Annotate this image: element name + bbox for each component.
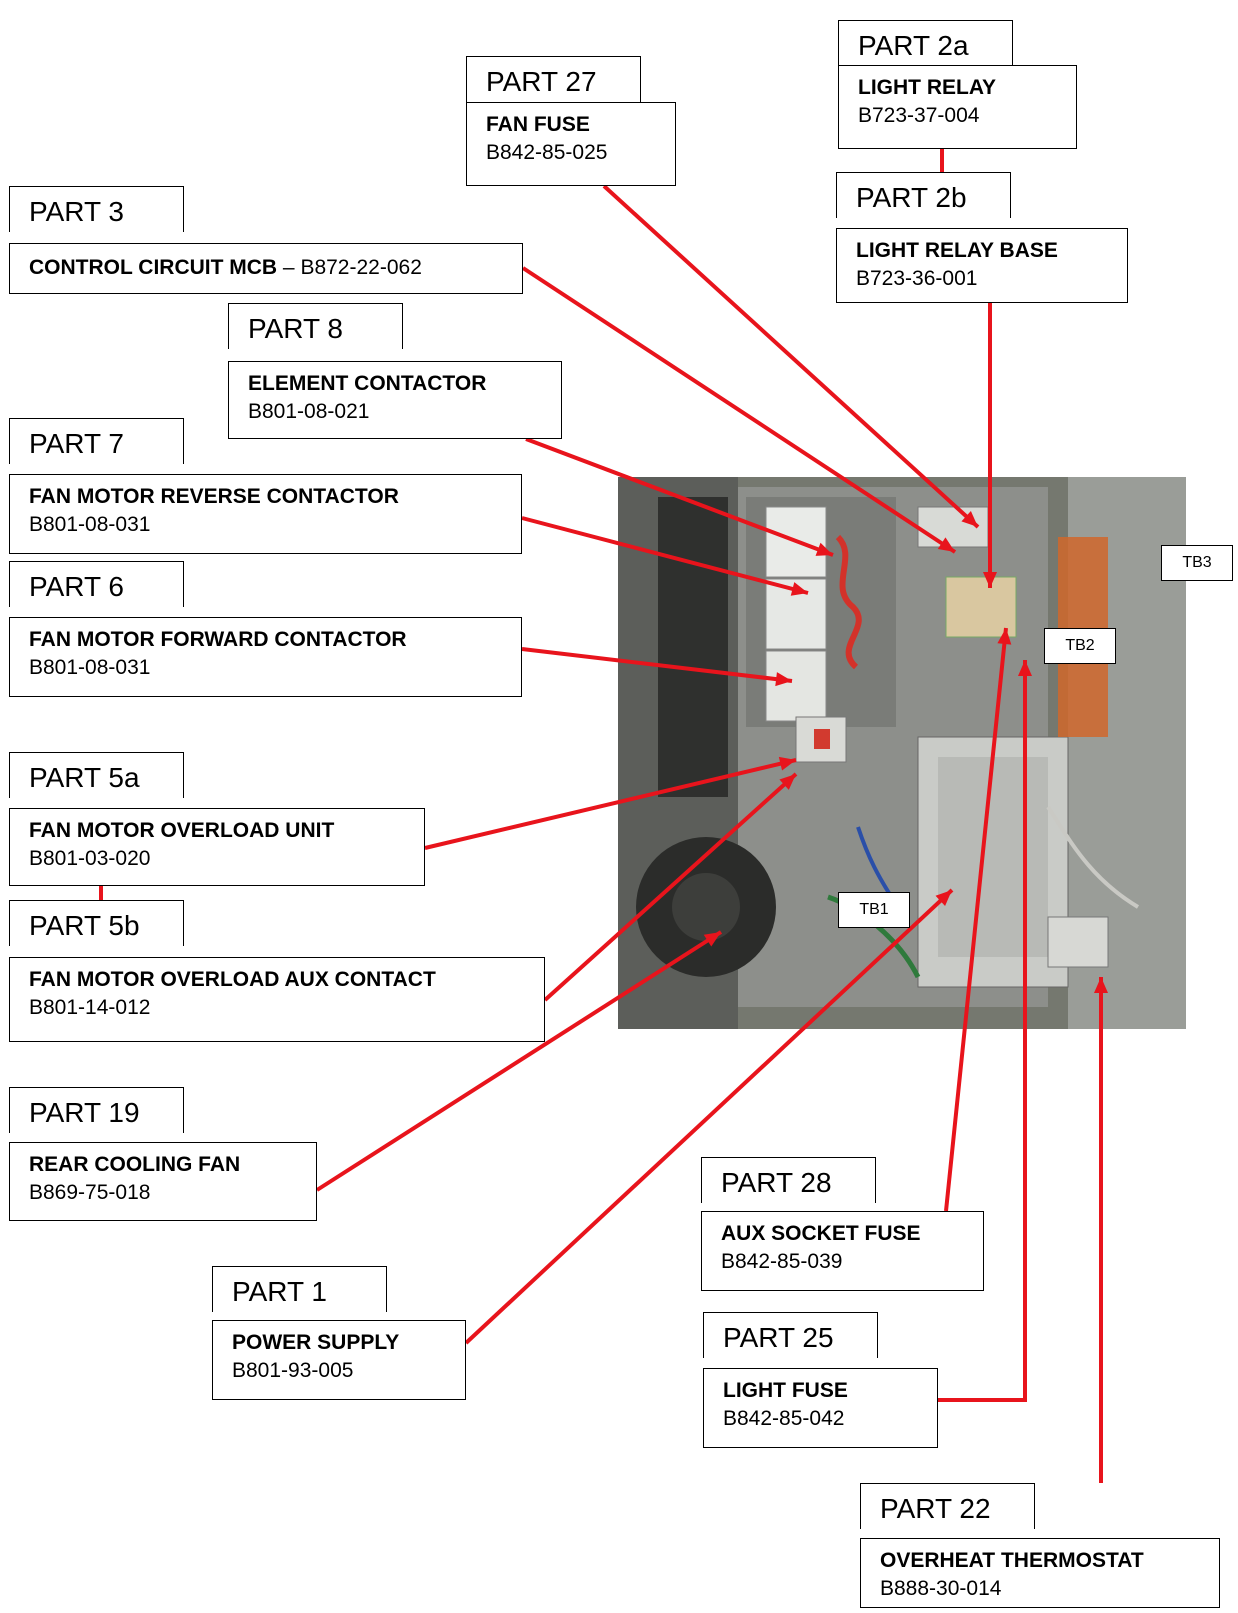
part-code: B842-85-025 [486,141,608,164]
part-label: PART 6 [9,561,184,607]
part-code: B869-75-018 [29,1181,151,1204]
part-name: FAN FUSE [486,113,590,136]
part-name: FAN MOTOR REVERSE CONTACTOR [29,485,399,508]
part-box: OVERHEAT THERMOSTAT B888-30-014 [860,1538,1220,1608]
part-label: PART 2a [838,20,1013,66]
part-name: REAR COOLING FAN [29,1153,241,1176]
part-code: B842-85-039 [721,1250,843,1273]
panel-illustration [618,477,1186,1029]
control-panel-photo [618,477,1186,1029]
part-label: PART 8 [228,303,403,349]
part-box: LIGHT FUSE B842-85-042 [703,1368,938,1448]
part-box: ELEMENT CONTACTOR B801-08-021 [228,361,562,439]
part-box: FAN MOTOR FORWARD CONTACTOR B801-08-031 [9,617,522,697]
part-name: FAN MOTOR FORWARD CONTACTOR [29,628,407,651]
part-box: LIGHT RELAY B723-37-004 [838,65,1077,149]
part-code: B801-08-031 [29,513,151,536]
part-box: CONTROL CIRCUIT MCB – B872-22-062 [9,243,523,294]
terminal-block-tb3: TB3 [1161,545,1233,581]
part-code: B801-93-005 [232,1359,354,1382]
part-box: LIGHT RELAY BASE B723-36-001 [836,228,1128,303]
terminal-block-tb1: TB1 [838,892,910,928]
part-code: – B872-22-062 [277,256,422,279]
part-box: POWER SUPPLY B801-93-005 [212,1320,466,1400]
terminal-block-tb2: TB2 [1044,628,1116,664]
part-box: AUX SOCKET FUSE B842-85-039 [701,1211,984,1291]
part-name: ELEMENT CONTACTOR [248,372,487,395]
part-code: B888-30-014 [880,1577,1002,1600]
part-label: PART 1 [212,1266,387,1312]
part-code: B801-03-020 [29,847,151,870]
part-code: B801-08-021 [248,400,370,423]
part-box: FAN MOTOR OVERLOAD AUX CONTACT B801-14-0… [9,957,545,1042]
part-name: LIGHT RELAY [858,76,997,99]
part-label: PART 5b [9,900,184,946]
part-box: REAR COOLING FAN B869-75-018 [9,1142,317,1221]
part-label: PART 25 [703,1312,878,1358]
part-name: CONTROL CIRCUIT MCB [29,256,278,279]
part-name: OVERHEAT THERMOSTAT [880,1549,1144,1572]
part-box: FAN MOTOR OVERLOAD UNIT B801-03-020 [9,808,425,886]
part-box: FAN MOTOR REVERSE CONTACTOR B801-08-031 [9,474,522,554]
part-name: AUX SOCKET FUSE [721,1222,921,1245]
part-name: LIGHT FUSE [723,1379,848,1402]
part-label: PART 22 [860,1483,1035,1529]
part-name: LIGHT RELAY BASE [856,239,1058,262]
part-label: PART 2b [836,172,1011,218]
part-label: PART 7 [9,418,184,464]
part-code: B842-85-042 [723,1407,845,1430]
part-code: B723-36-001 [856,267,978,290]
part-label: PART 5a [9,752,184,798]
part-label: PART 19 [9,1087,184,1133]
part-code: B723-37-004 [858,104,980,127]
part-box: FAN FUSE B842-85-025 [466,102,676,186]
part-label: PART 27 [466,56,641,102]
part-label: PART 28 [701,1157,876,1203]
part-name: FAN MOTOR OVERLOAD UNIT [29,819,335,842]
part-label: PART 3 [9,186,184,232]
part-name: POWER SUPPLY [232,1331,400,1354]
part-name: FAN MOTOR OVERLOAD AUX CONTACT [29,968,436,991]
part-code: B801-08-031 [29,656,151,679]
part-code: B801-14-012 [29,996,151,1019]
